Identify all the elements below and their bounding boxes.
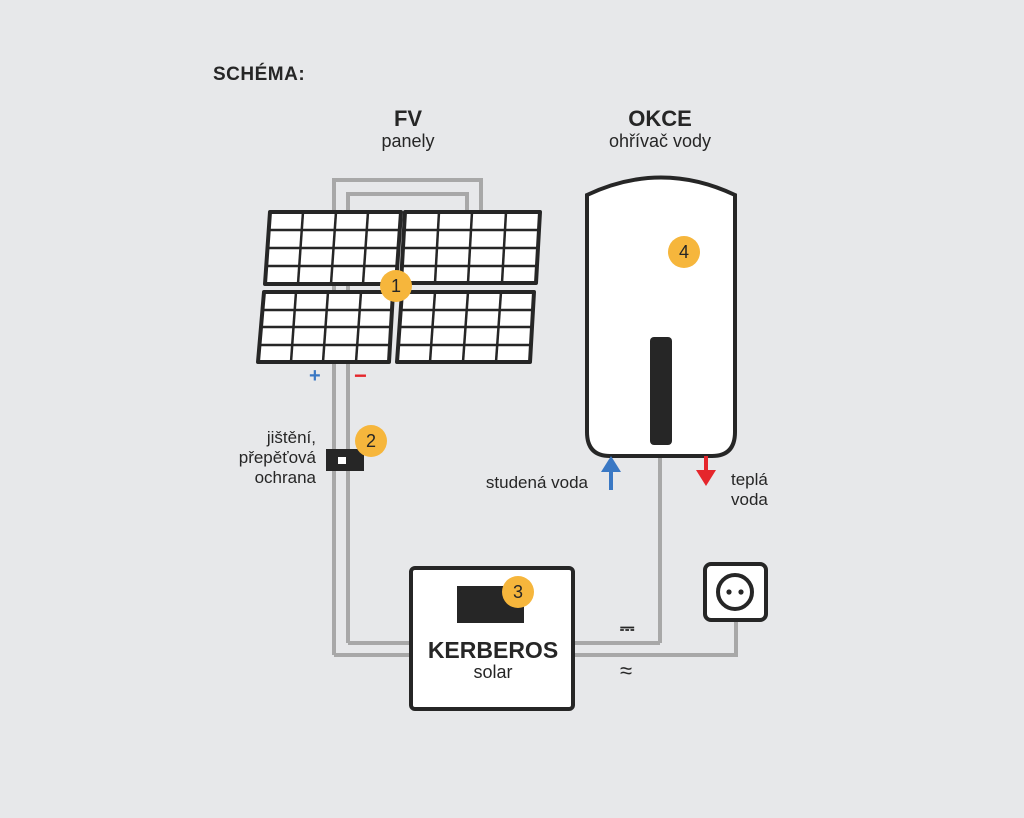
cold-water-label: studená voda xyxy=(485,473,588,492)
solar-panel-bottom-right xyxy=(395,290,536,364)
heating-element xyxy=(650,337,672,445)
ac-symbol: ≈ xyxy=(620,658,633,683)
solar-panel-top-right xyxy=(399,210,542,285)
badge-1: 1 xyxy=(380,270,412,302)
controller-subtitle: solar xyxy=(473,662,513,682)
power-socket-icon xyxy=(703,562,768,622)
badge-2: 2 xyxy=(355,425,387,457)
arrow-up-icon xyxy=(601,456,621,490)
arrow-down-icon xyxy=(696,456,716,486)
pv-subtitle: panely xyxy=(381,131,435,151)
controller-title: KERBEROS xyxy=(427,637,559,663)
heater-title: OKCE xyxy=(628,106,692,131)
fuse-icon xyxy=(326,449,364,471)
protection-label: jištění, přepěťová ochrana xyxy=(238,428,316,487)
solar-panel-top-left xyxy=(263,210,403,286)
badge-4: 4 xyxy=(668,236,700,268)
polarity-minus: − xyxy=(354,363,367,388)
dc-symbol: ⎓ xyxy=(620,618,635,638)
polarity-plus: + xyxy=(309,365,321,387)
hot-water-label: teplá voda xyxy=(731,470,768,509)
badge-3: 3 xyxy=(502,576,534,608)
diagram-title: SCHÉMA: xyxy=(213,64,306,85)
kerberos-controller xyxy=(409,566,575,711)
pv-title: FV xyxy=(393,106,423,131)
solar-panel-bottom-left xyxy=(256,290,395,364)
heater-subtitle: ohřívač vody xyxy=(608,131,712,151)
water-heater-icon xyxy=(585,175,737,458)
